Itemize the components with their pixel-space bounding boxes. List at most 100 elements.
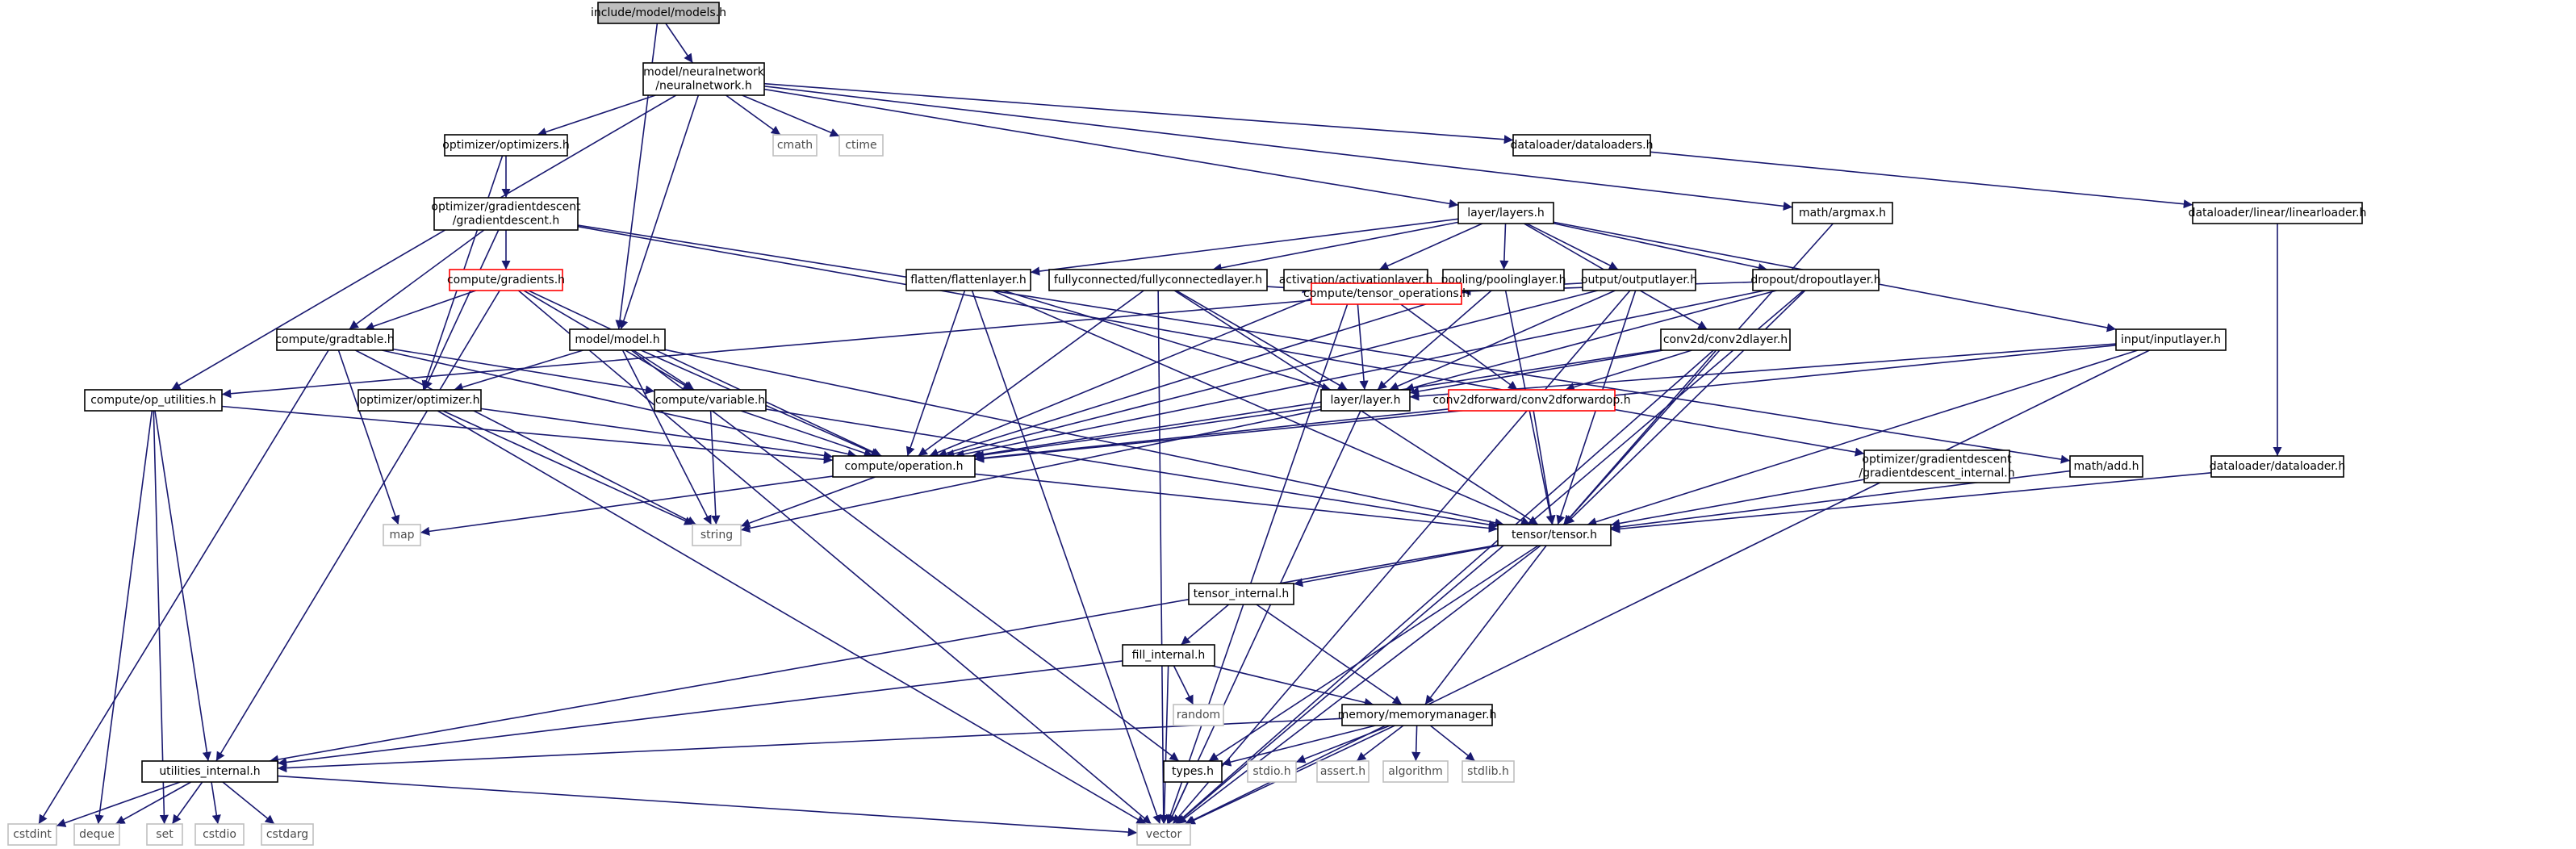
node-dropoutlayer[interactable]: dropout/dropoutlayer.h — [1750, 269, 1881, 291]
node-label: /gradientdescent.h — [453, 215, 559, 228]
node-label: stdlib.h — [1467, 765, 1509, 778]
node-gradientdescent[interactable]: optimizer/gradientdescent/gradientdescen… — [431, 197, 581, 231]
node-optimizer[interactable]: optimizer/optimizer.h — [358, 389, 482, 412]
node-label: tensor/tensor.h — [1512, 529, 1597, 542]
node-label: /gradientdescent_internal.h — [1859, 467, 2014, 480]
edge-gradients-to-gradtable — [364, 290, 477, 331]
node-label: compute/gradients.h — [447, 274, 565, 286]
node-label: optimizer/optimizer.h — [360, 394, 480, 407]
edge-tensor-to-utilitiesinternal — [269, 544, 1499, 764]
node-label: set — [156, 828, 174, 841]
node-conv2dforwardop[interactable]: conv2dforward/conv2dforwardop.h — [1432, 389, 1631, 412]
node-box-dropoutlayer — [1752, 269, 1880, 291]
node-label: assert.h — [1320, 765, 1365, 778]
node-dataloaders[interactable]: dataloader/dataloaders.h — [1511, 134, 1654, 157]
node-flattenlayer[interactable]: flatten/flattenlayer.h — [905, 269, 1031, 291]
node-variable[interactable]: compute/variable.h — [654, 389, 767, 412]
node-label: memory/memorymanager.h — [1338, 709, 1497, 721]
edge-gradientdescent-to-gradtable — [349, 229, 485, 330]
node-box-conv2dforwardop — [1448, 389, 1616, 412]
node-gradients[interactable]: compute/gradients.h — [447, 269, 565, 291]
node-memorymanager[interactable]: memory/memorymanager.h — [1338, 704, 1497, 726]
node-box-flattenlayer — [905, 269, 1031, 291]
node-box-gradtable — [276, 328, 394, 351]
node-add[interactable]: math/add.h — [2069, 455, 2143, 478]
edge-modelh-to-optimizer — [454, 349, 583, 392]
edge-dataloader-to-tensor — [1610, 471, 2212, 533]
node-layerh[interactable]: layer/layer.h — [1320, 389, 1411, 412]
node-box-tensorinternal — [1188, 583, 1294, 605]
node-label: ctime — [845, 139, 876, 152]
node-optimizers[interactable]: optimizer/optimizers.h — [442, 134, 570, 157]
node-deque: deque — [73, 823, 120, 846]
edge-gradtable-to-cstdint — [38, 349, 329, 825]
node-box-random — [1173, 704, 1224, 726]
node-conv2dlayer[interactable]: conv2d/conv2dlayer.h — [1660, 328, 1791, 351]
edge-layers-to-outputlayer — [1526, 223, 1619, 270]
node-box-cstdio — [194, 823, 245, 846]
node-box-memorymanager — [1341, 704, 1493, 726]
edge-flattenlayer-to-operation — [905, 290, 966, 457]
node-box-utilitiesinternal — [141, 760, 278, 783]
node-tensorinternal[interactable]: tensor_internal.h — [1188, 583, 1294, 605]
node-box-assert — [1316, 760, 1370, 783]
node-dataloader[interactable]: dataloader/dataloader.h — [2210, 455, 2345, 478]
node-operation[interactable]: compute/operation.h — [832, 455, 976, 478]
node-label: fill_internal.h — [1132, 649, 1206, 662]
node-box-cstdarg — [261, 823, 314, 846]
node-linearloader[interactable]: dataloader/linear/linearloader.h — [2189, 202, 2367, 224]
node-poolinglayer[interactable]: pooling/poolinglayer.h — [1441, 269, 1566, 291]
node-cstdarg: cstdarg — [261, 823, 314, 846]
node-gdinternal[interactable]: optimizer/gradientdescent/gradientdescen… — [1859, 450, 2015, 483]
node-neuralnetwork[interactable]: model/neuralnetwork/neuralnetwork.h — [642, 62, 765, 96]
node-modelh[interactable]: model/model.h — [569, 328, 666, 351]
node-box-map — [383, 524, 421, 546]
edge-gradtable-to-string — [355, 349, 696, 525]
node-label: compute/op_utilities.h — [90, 394, 216, 407]
edge-oputilities-to-deque — [94, 410, 153, 825]
edge-fclayer-to-vector — [1157, 290, 1169, 825]
node-box-gdinternal — [1863, 450, 2010, 483]
node-models[interactable]: include/model/models.h — [591, 2, 726, 24]
node-box-poolinglayer — [1442, 269, 1565, 291]
node-layers[interactable]: layer/layers.h — [1457, 202, 1554, 224]
node-label: random — [1177, 709, 1220, 721]
edge-activationlayer-to-vector — [1165, 290, 1353, 825]
node-box-vector — [1136, 823, 1191, 846]
node-box-algorithm — [1382, 760, 1449, 783]
node-random: random — [1173, 704, 1224, 726]
edge-gradients-to-vector — [517, 290, 1152, 825]
node-fclayer[interactable]: fullyconnected/fullyconnectedlayer.h — [1048, 269, 1268, 291]
node-cstdio: cstdio — [194, 823, 245, 846]
edge-flattenlayer-to-vector — [971, 290, 1161, 825]
node-map: map — [383, 524, 421, 546]
edge-conv2dlayer-to-operation — [972, 349, 1662, 459]
edge-neuralnetwork-to-oputilities — [170, 94, 677, 391]
node-fillinternal[interactable]: fill_internal.h — [1122, 644, 1215, 667]
node-label: model/model.h — [575, 333, 659, 346]
node-inputlayer[interactable]: input/inputlayer.h — [2115, 328, 2227, 351]
node-tensor[interactable]: tensor/tensor.h — [1497, 524, 1612, 546]
node-types[interactable]: types.h — [1163, 760, 1223, 783]
edge-tensorinternal-to-fillinternal — [1180, 604, 1230, 646]
node-box-string — [692, 524, 742, 546]
node-label: utilities_internal.h — [159, 765, 260, 778]
edge-fillinternal-to-vector — [1160, 665, 1169, 825]
node-oputilities[interactable]: compute/op_utilities.h — [84, 389, 223, 412]
node-outputlayer[interactable]: output/outputlayer.h — [1581, 269, 1697, 291]
edge-tensor-to-memorymanager — [1424, 545, 1547, 705]
node-box-optimizers — [444, 134, 568, 157]
edge-utilitiesinternal-to-vector — [277, 775, 1138, 837]
node-algorithm: algorithm — [1382, 760, 1449, 783]
edge-gradients-to-operation — [528, 290, 882, 457]
node-label: cstdarg — [266, 828, 308, 841]
node-box-stdio — [1247, 760, 1297, 783]
node-utilitiesinternal[interactable]: utilities_internal.h — [141, 760, 278, 783]
edge-neuralnetwork-to-modelh — [619, 94, 700, 330]
node-label: dataloader/linear/linearloader.h — [2189, 207, 2367, 220]
node-argmax[interactable]: math/argmax.h — [1792, 202, 1893, 224]
node-tensorops[interactable]: compute/tensor_operations.h — [1303, 282, 1470, 305]
edge-oputilities-to-operation — [221, 405, 834, 464]
node-gradtable[interactable]: compute/gradtable.h — [275, 328, 395, 351]
node-assert: assert.h — [1316, 760, 1370, 783]
